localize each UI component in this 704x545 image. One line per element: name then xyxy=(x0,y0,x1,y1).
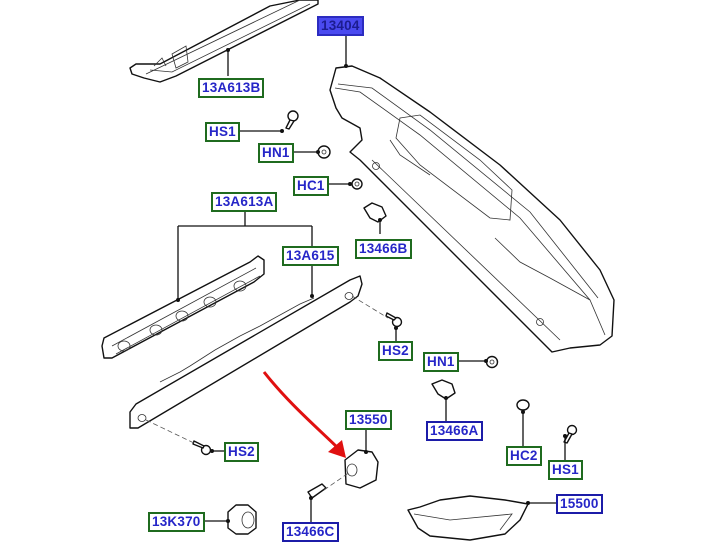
highlight-arrow xyxy=(262,371,346,458)
callout-13466B[interactable]: 13466B xyxy=(355,239,412,259)
callout-13466C[interactable]: 13466C xyxy=(282,522,339,542)
callout-15500[interactable]: 15500 xyxy=(556,494,603,514)
callout-13466A[interactable]: 13466A xyxy=(426,421,483,441)
callout-HC2[interactable]: HC2 xyxy=(506,446,542,466)
rail-13A613B xyxy=(129,0,319,83)
callout-HS1-bottom[interactable]: HS1 xyxy=(548,460,583,480)
callout-13A613A[interactable]: 13A613A xyxy=(211,192,278,212)
alignment-lines xyxy=(145,295,389,491)
callout-HN1-top[interactable]: HN1 xyxy=(258,143,294,163)
callout-HC1[interactable]: HC1 xyxy=(293,176,329,196)
cover-13404 xyxy=(329,65,615,353)
callout-HS2-right[interactable]: HS2 xyxy=(378,341,413,361)
callout-13A613B[interactable]: 13A613B xyxy=(198,78,265,98)
fasteners xyxy=(192,110,578,541)
callout-13550[interactable]: 13550 xyxy=(345,410,392,430)
bracket-13A613A xyxy=(101,255,265,359)
callout-13K370[interactable]: 13K370 xyxy=(148,512,205,532)
callout-HS2-left[interactable]: HS2 xyxy=(224,442,259,462)
callout-13A615[interactable]: 13A615 xyxy=(282,246,339,266)
leader-lines xyxy=(176,34,567,524)
callout-13404[interactable]: 13404 xyxy=(317,16,364,36)
callout-HN1-mid[interactable]: HN1 xyxy=(423,352,459,372)
lamp-bar-13A615 xyxy=(129,275,363,429)
callout-HS1-top[interactable]: HS1 xyxy=(205,122,240,142)
